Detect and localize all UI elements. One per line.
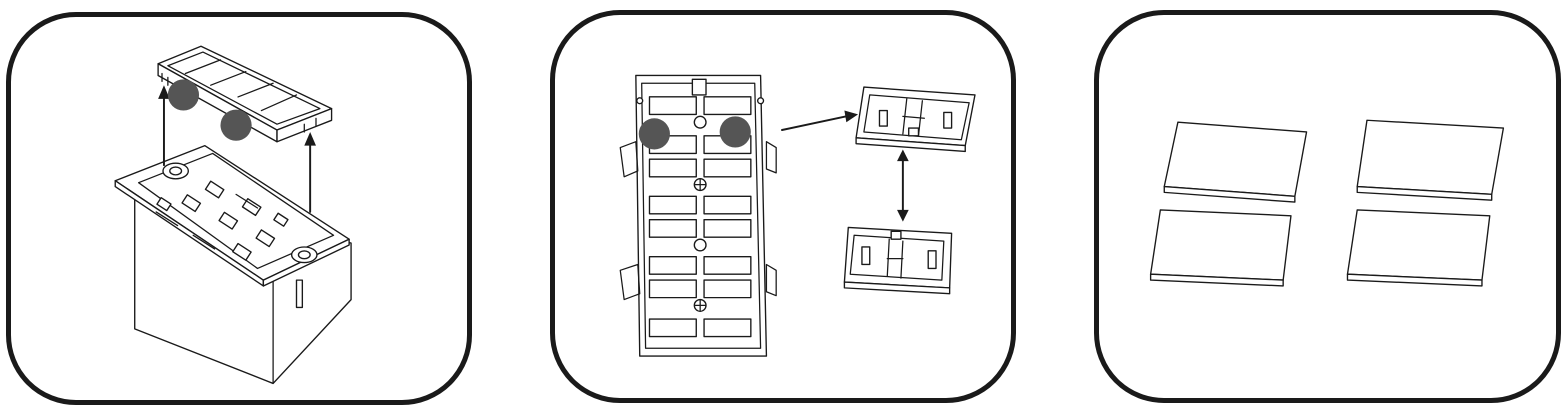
marker-dot (719, 116, 751, 148)
insert-top (855, 86, 976, 153)
frame-slots (648, 96, 752, 338)
keycap-3 (1149, 209, 1292, 287)
step-1-panel (6, 12, 472, 405)
step-2-illustration (619, 74, 976, 357)
insert-bottom (843, 226, 953, 295)
step-1-illustration (114, 45, 352, 385)
marker-dot (638, 118, 670, 150)
frame-hole (693, 115, 707, 129)
lift-arrow-right (304, 131, 316, 213)
marker-dot (167, 79, 200, 111)
lift-arrow-left (158, 85, 170, 167)
connector-pin (295, 279, 304, 309)
keycap-2 (1356, 119, 1505, 201)
keycap-1 (1163, 121, 1308, 203)
remove-arrow (781, 110, 859, 131)
frame-hole (693, 238, 707, 252)
keycap-4 (1346, 209, 1491, 287)
mounting-plate (114, 144, 350, 287)
marker-dot (220, 109, 252, 141)
step-3-illustration (1149, 119, 1505, 287)
step-2-panel (550, 10, 1016, 403)
step-3-panel (1094, 10, 1561, 403)
keycap-frame (619, 74, 777, 357)
swap-arrow (897, 149, 909, 222)
